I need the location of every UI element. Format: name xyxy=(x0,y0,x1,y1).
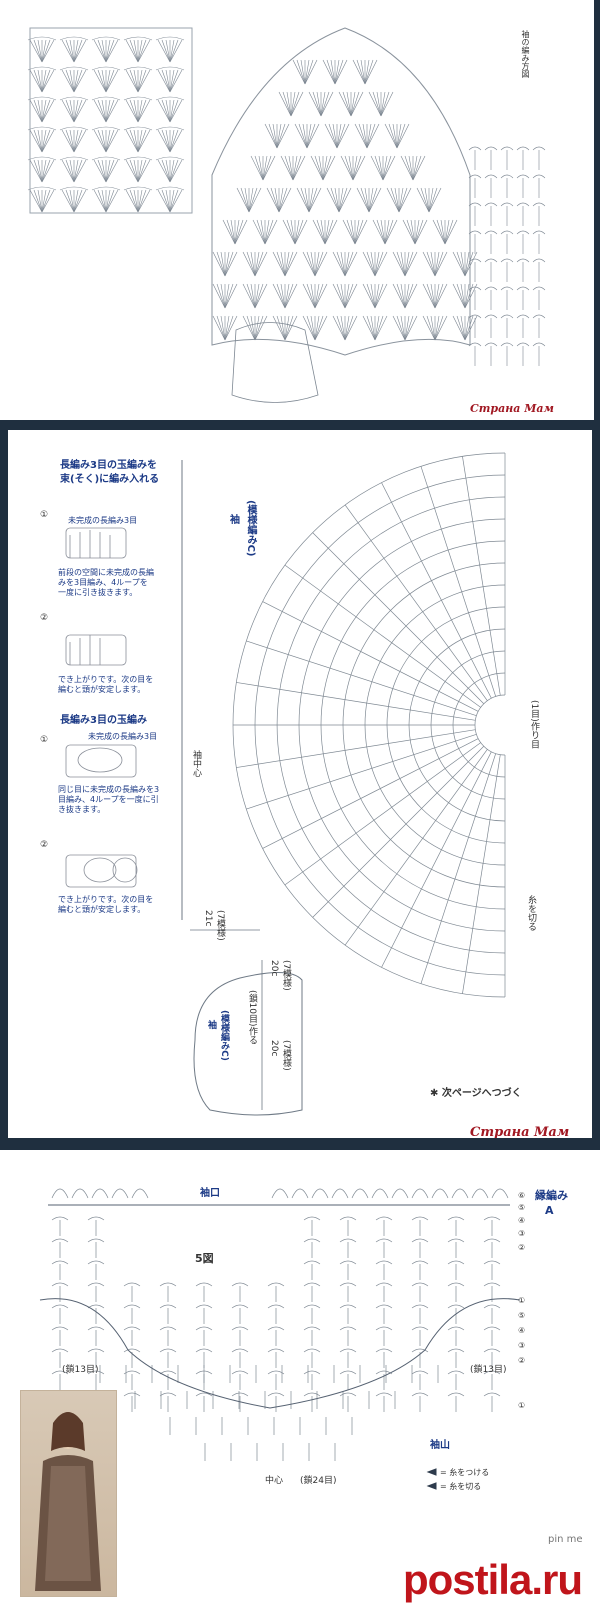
row-number: ⑥ xyxy=(518,1191,526,1200)
step1-text-line3: 一度に引き抜きます。 xyxy=(58,588,138,597)
legend-attach-thread: = 糸をつける xyxy=(440,1468,490,1477)
dim-21c: 21c xyxy=(203,910,213,927)
step2-text-line1: でき上がりです。次の目を xyxy=(58,675,154,684)
symbol1-title-line2: 束(そく)に編み入れる xyxy=(60,474,160,485)
row-number: ③ xyxy=(518,1341,526,1350)
edging-a-label-line2: A xyxy=(545,1204,554,1217)
figure-5-label: 5図 xyxy=(195,1252,214,1265)
step3-text-line3: き抜きます。 xyxy=(58,805,106,814)
scan-edge-left xyxy=(0,420,8,1150)
row-number: ③ xyxy=(518,1229,526,1238)
scan-edge-right xyxy=(592,420,600,1150)
mini-sleeve-title: 袖 xyxy=(206,1020,216,1029)
scan-edge-top xyxy=(0,420,600,430)
sleeve-cap-label: 袖山 xyxy=(430,1440,450,1451)
sleeve-chart-diagram-1 xyxy=(27,27,546,403)
sleeve-chart-title: 袖の編み方図 xyxy=(521,30,530,78)
dim-7-patterns-top: (7模様) xyxy=(215,910,225,941)
dim-7-patterns-upper: (7模様) xyxy=(281,960,291,991)
sleeve-title: 袖 xyxy=(230,515,240,526)
mini-chain-label: (鎖10目)作る xyxy=(247,990,257,1045)
pattern-c-label: (模様編みC) xyxy=(245,500,256,557)
step-1-number: ① xyxy=(40,510,49,520)
step4-text-line1: でき上がりです。次の目を xyxy=(58,895,154,904)
row-number: ④ xyxy=(518,1216,526,1225)
right-chain-13: (鎖13目) xyxy=(470,1365,507,1375)
center-label: 中心 xyxy=(265,1476,284,1486)
continue-next-page-note: ✱ 次ページへつづく xyxy=(430,1088,522,1099)
row-number: ① xyxy=(518,1296,526,1305)
diagram-panel-1: 袖の編み方図 Страна Мам xyxy=(0,0,600,420)
symbol2-title: 長編み3目の玉編み xyxy=(60,715,147,726)
row-number: ① xyxy=(518,1401,526,1410)
pin-me-label: pin me xyxy=(548,1534,583,1545)
left-chain-13: (鎖13目) xyxy=(62,1365,99,1375)
foundation-chain-label: (1目)作り目 xyxy=(529,700,539,749)
model-photo xyxy=(20,1390,117,1597)
step3-text-line1: 同じ目に未完成の長編みを3 xyxy=(58,785,160,794)
step1-label: 未完成の長編み3目 xyxy=(68,516,138,525)
step-3-number: ① xyxy=(40,735,49,745)
row-number: ② xyxy=(518,1243,526,1252)
step2-text-line2: 編むと頭が安定します。 xyxy=(58,685,146,694)
row-number: ⑤ xyxy=(518,1203,526,1212)
legend-cut-thread: = 糸を切る xyxy=(440,1482,482,1491)
symbol1-title-line1: 長編み3目の玉編みを xyxy=(60,460,157,471)
step3-text-line2: 目編み、4ループを一度に引 xyxy=(58,795,159,804)
mini-pattern-label: (模様編みC) xyxy=(219,1010,229,1061)
scan-edge xyxy=(594,0,600,420)
sleeve-center-label: 袖中心 xyxy=(191,750,201,777)
diagram-panel-3: 袖口 縁編み A 5図 (鎖13目) (鎖13目) 袖山 中心 (鎖24目) =… xyxy=(0,1150,600,1608)
step-4-number: ② xyxy=(40,840,49,850)
step-2-number: ② xyxy=(40,613,49,623)
step1-text-line1: 前段の空間に未完成の長編 xyxy=(58,568,154,577)
postila-logo: postila.ru xyxy=(402,1556,583,1603)
cuff-label: 袖口 xyxy=(200,1188,220,1199)
step3-label: 未完成の長編み3目 xyxy=(88,732,158,741)
diagram-panel-2: 長編み3目の玉編みを 束(そく)に編み入れる ① 未完成の長編み3目 前段の空間… xyxy=(0,420,600,1150)
row-number: ④ xyxy=(518,1326,526,1335)
step4-text-line2: 編むと頭が安定します。 xyxy=(58,905,146,914)
dim-20c-lower: 20c xyxy=(269,1040,279,1057)
center-chain-24: (鎖24目) xyxy=(300,1476,337,1486)
dim-7-patterns-lower: (7模様) xyxy=(281,1040,291,1071)
row-number: ② xyxy=(518,1356,526,1365)
cut-thread-label: 糸を切る xyxy=(526,895,536,931)
edging-a-label-line1: 縁編み xyxy=(535,1189,568,1202)
sleeve-chart-diagram-2 xyxy=(65,452,506,1116)
watermark-strana-mam: Страна Мам xyxy=(470,402,554,415)
dim-20c-upper: 20c xyxy=(269,960,279,977)
row-number: ⑤ xyxy=(518,1311,526,1320)
scan-edge-bottom xyxy=(0,1138,600,1150)
watermark-strana-mam-2: Страна Мам xyxy=(470,1125,570,1140)
step1-text-line2: みを3目編み、4ループを xyxy=(58,578,148,587)
